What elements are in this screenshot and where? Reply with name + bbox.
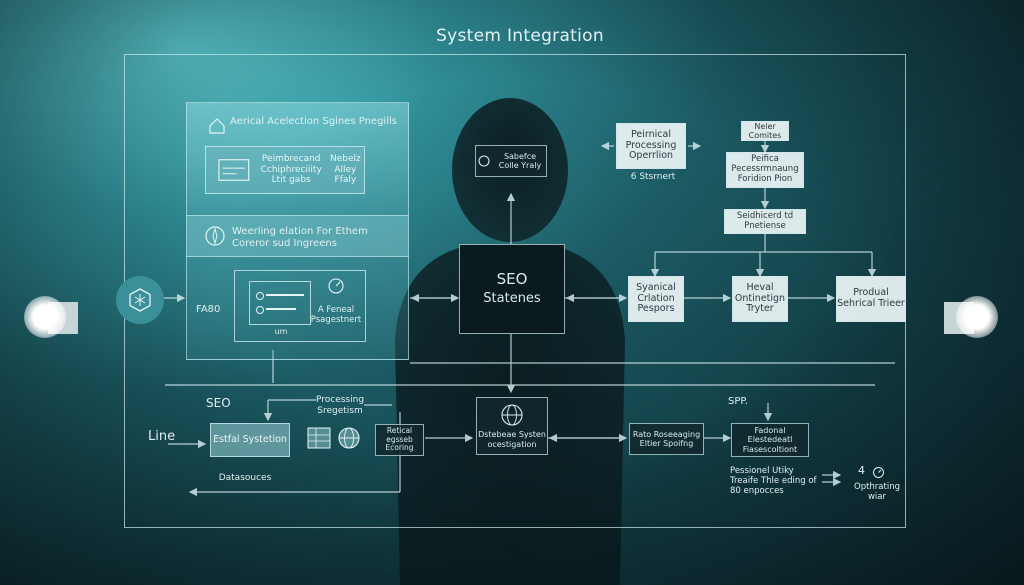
panel-form-block (249, 281, 311, 325)
timer-icon (873, 467, 884, 478)
left-label-line: Line (148, 429, 176, 444)
seo-center-line2: Statenes (483, 291, 541, 307)
database-label: Dstebeae Systen ocestigation (478, 430, 546, 449)
gauge-icon (328, 278, 344, 294)
globe-icon (501, 404, 523, 426)
right-box-node-1[interactable]: Rato Roseeaging Eltier Spoifng (629, 423, 704, 455)
panel-band (186, 215, 409, 257)
right-top-node-b[interactable]: Neler Comites (741, 121, 789, 141)
diagram-title: System Integration (436, 26, 604, 46)
right-spp-label: SPP. (728, 396, 749, 407)
panel-band-text: Weerling elation For Ethem Coreror sud I… (232, 226, 368, 249)
right-mid-node-1[interactable]: Syanical Crlation Pespors (628, 276, 684, 322)
card-display-icon (218, 159, 250, 181)
left-light (22, 296, 78, 338)
right-number: 4 (858, 464, 865, 477)
panel-card-text: Peimbrecand Cchiphreciiity Ltit gabs (260, 154, 322, 186)
right-box-node-2[interactable]: Fadonal Elestedeatl Fiasescoltiont (731, 423, 809, 457)
panel-bottom-tag: um (274, 327, 288, 336)
right-top-node-c[interactable]: Peifica Pecessrmnaung Foridion Pion (726, 152, 804, 188)
refresh-icon (478, 155, 490, 167)
left-processing: Processing Sregetism (315, 395, 365, 416)
home-outline-icon (209, 118, 225, 134)
panel-card[interactable]: Peimbrecand Cchiphreciiity Ltit gabs Neb… (205, 146, 365, 194)
right-note: Pessionel Utiky Treaife Thle eding of 80… (730, 466, 817, 497)
left-datasources: Datasouces (218, 473, 272, 483)
mid-box-node[interactable]: Retical egsseb Ecoring (375, 424, 424, 456)
panel-header: Aerical Acelection Sgines Pnegills (230, 116, 397, 127)
panel-bottom-left: FA80 (196, 304, 221, 315)
right-top-node-a[interactable]: Peirnical Processing Operrlion (616, 123, 686, 169)
panel-card-side: Nebelz Alley Ffaly (329, 154, 361, 186)
panel-bottom-right: A Feneal Psagestnert (310, 305, 362, 326)
right-mid-node-3[interactable]: Produal Sehrical Trieer (836, 276, 906, 322)
right-light (944, 296, 1000, 338)
right-top-node-d[interactable]: Seidhicerd td Pnetiense (724, 209, 806, 234)
seo-center-line1: SEO (496, 269, 528, 288)
top-center-label: Sabefce Colle Yraly (498, 151, 542, 170)
seo-center-node[interactable]: SEO Statenes (459, 244, 565, 334)
compass-icon (205, 226, 225, 246)
database-node[interactable]: Dstebeae Systen ocestigation (476, 397, 548, 455)
left-label-seo: SEO (206, 396, 231, 410)
globe-icon (338, 427, 360, 449)
hexagon-logo-icon (129, 288, 151, 312)
hex-logo-node[interactable] (116, 276, 164, 324)
top-center-node[interactable]: Sabefce Colle Yraly (475, 145, 547, 177)
right-top-a-caption: 6 Stsrnert (630, 172, 676, 182)
right-operating: Opthrating wiar (854, 482, 900, 503)
panel-bottom-card[interactable]: A Feneal Psagestnert um (234, 270, 366, 342)
left-box-node[interactable]: Estfal Systetion (210, 423, 290, 457)
chart-grid-icon (307, 427, 331, 449)
right-mid-node-2[interactable]: Heval Ontinetign Tryter (732, 276, 788, 322)
